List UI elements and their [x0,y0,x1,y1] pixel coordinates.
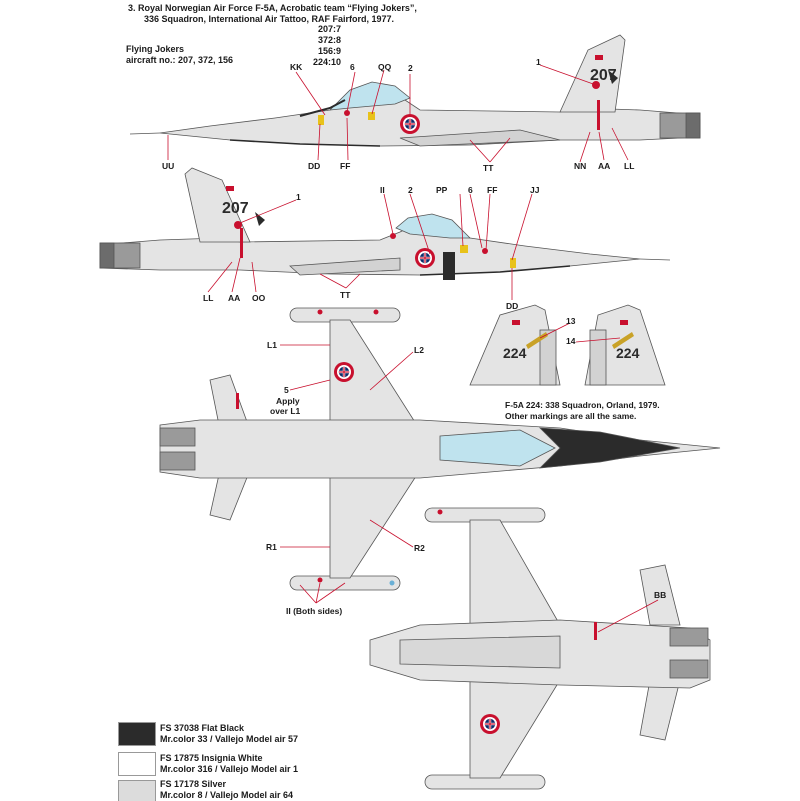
tank-red-dot-icon [373,309,379,315]
roundel-side-icon [415,248,435,268]
code-207: 207:7 [318,24,342,34]
code-372: 372:8 [318,35,342,45]
legend-brand-silver: Mr.color 8 / Vallejo Model air 64 [160,790,294,800]
underside-tank-dot-icon [437,509,443,515]
header-title: 3. Royal Norwegian Air Force F-5A, Acrob… [128,3,417,13]
tail-number-top: 207 [590,67,617,84]
roundel-icon [400,114,420,134]
marking-ff-icon [482,248,488,254]
marking-jj-icon [510,258,516,268]
callout-ff-top: FF [340,161,351,171]
marking-red-dot-icon [344,110,350,116]
leader-lines [167,64,659,633]
callout-ll-side: LL [203,293,214,303]
swatch-silver [118,780,156,801]
callout-dd-top: DD [308,161,321,171]
profile-left-side [129,34,701,147]
plan-view-bottom [369,507,711,790]
callout-l1: L1 [267,340,277,350]
inset-tail-number-right: 224 [616,345,640,361]
profile-right-side [99,167,671,280]
plan-red-stripe-icon [236,393,239,409]
tank-red-dot-icon [317,309,323,315]
callout-jj: JJ [530,185,540,195]
inset-emblem-right-icon [612,332,634,349]
header-subtitle: 336 Squadron, International Air Tattoo, … [144,14,395,24]
callout-2-top: 2 [408,63,413,73]
callout-r1: R1 [266,542,277,552]
callout-l2: L2 [414,345,424,355]
marking-kk-icon [318,115,324,125]
callout-ff-side: FF [487,185,498,195]
inset-note-line2: Other markings are all the same. [505,411,637,421]
callout-6-side: 6 [468,185,473,195]
inset-note-line1: F-5A 224: 338 Squadron, Orland, 1979. [505,400,660,410]
callout-ii-both: II (Both sides) [286,606,343,616]
flag-icon [595,55,603,60]
inset-emblem-icon [526,332,548,349]
callout-bb: BB [654,590,667,600]
callout-oo: OO [252,293,266,303]
legend-code-white: FS 17875 Insignia White [160,753,263,763]
callout-aa-top: AA [598,161,611,171]
callout-2-side: 2 [408,185,413,195]
callout-nn: NN [574,161,587,171]
legend-brand-black: Mr.color 33 / Vallejo Model air 57 [160,734,299,744]
flag-side-icon [226,186,234,191]
callout-tt-top: TT [483,163,494,173]
callout-ll-top: LL [624,161,635,171]
tail-number-side: 207 [222,200,249,217]
inset-tail-right [584,304,666,386]
inset-tail-number-left: 224 [503,345,527,361]
callout-dd-side: DD [506,301,519,311]
legend-brand-white: Mr.color 316 / Vallejo Model air 1 [160,764,299,774]
callout-ii: II [380,185,385,195]
underside-red-stripe-icon [594,622,597,640]
tank-red-dot-icon [317,577,323,583]
underside-roundel-icon [480,714,500,734]
marking-ii-icon [390,233,396,239]
inset-tail-left [469,304,561,386]
marking-qq-icon [368,112,375,120]
code-156: 156:9 [318,46,342,56]
inset-flag-icon [512,320,520,325]
flying-jokers-aircraft: aircraft no.: 207, 372, 156 [126,55,234,65]
callout-6-top: 6 [350,62,355,72]
tank-blue-dot-icon [389,580,395,586]
callout-14: 14 [566,336,576,346]
flying-jokers-title: Flying Jokers [126,44,185,54]
callout-5: 5 [284,385,289,395]
callout-r2: R2 [414,543,425,553]
legend-code-black: FS 37038 Flat Black [160,723,245,733]
swatch-flat-black [118,722,156,746]
code-224: 224:10 [313,57,342,67]
callout-apply: Apply [276,396,300,406]
callout-1-top: 1 [536,57,541,67]
callout-uu: UU [162,161,175,171]
plan-view-top [159,307,721,591]
callout-qq: QQ [378,62,392,72]
callout-13: 13 [566,316,576,326]
callout-pp: PP [436,185,448,195]
callout-tt-side: TT [340,290,351,300]
callout-1-side: 1 [296,192,301,202]
callout-over-l1: over L1 [270,406,301,416]
swatch-insignia-white [118,752,156,776]
inset-flag-right-icon [620,320,628,325]
plan-roundel-icon [334,362,354,382]
callout-kk: KK [290,62,303,72]
legend-code-silver: FS 17178 Silver [160,779,227,789]
callout-aa-side: AA [228,293,241,303]
marking-pp-icon [460,245,468,253]
